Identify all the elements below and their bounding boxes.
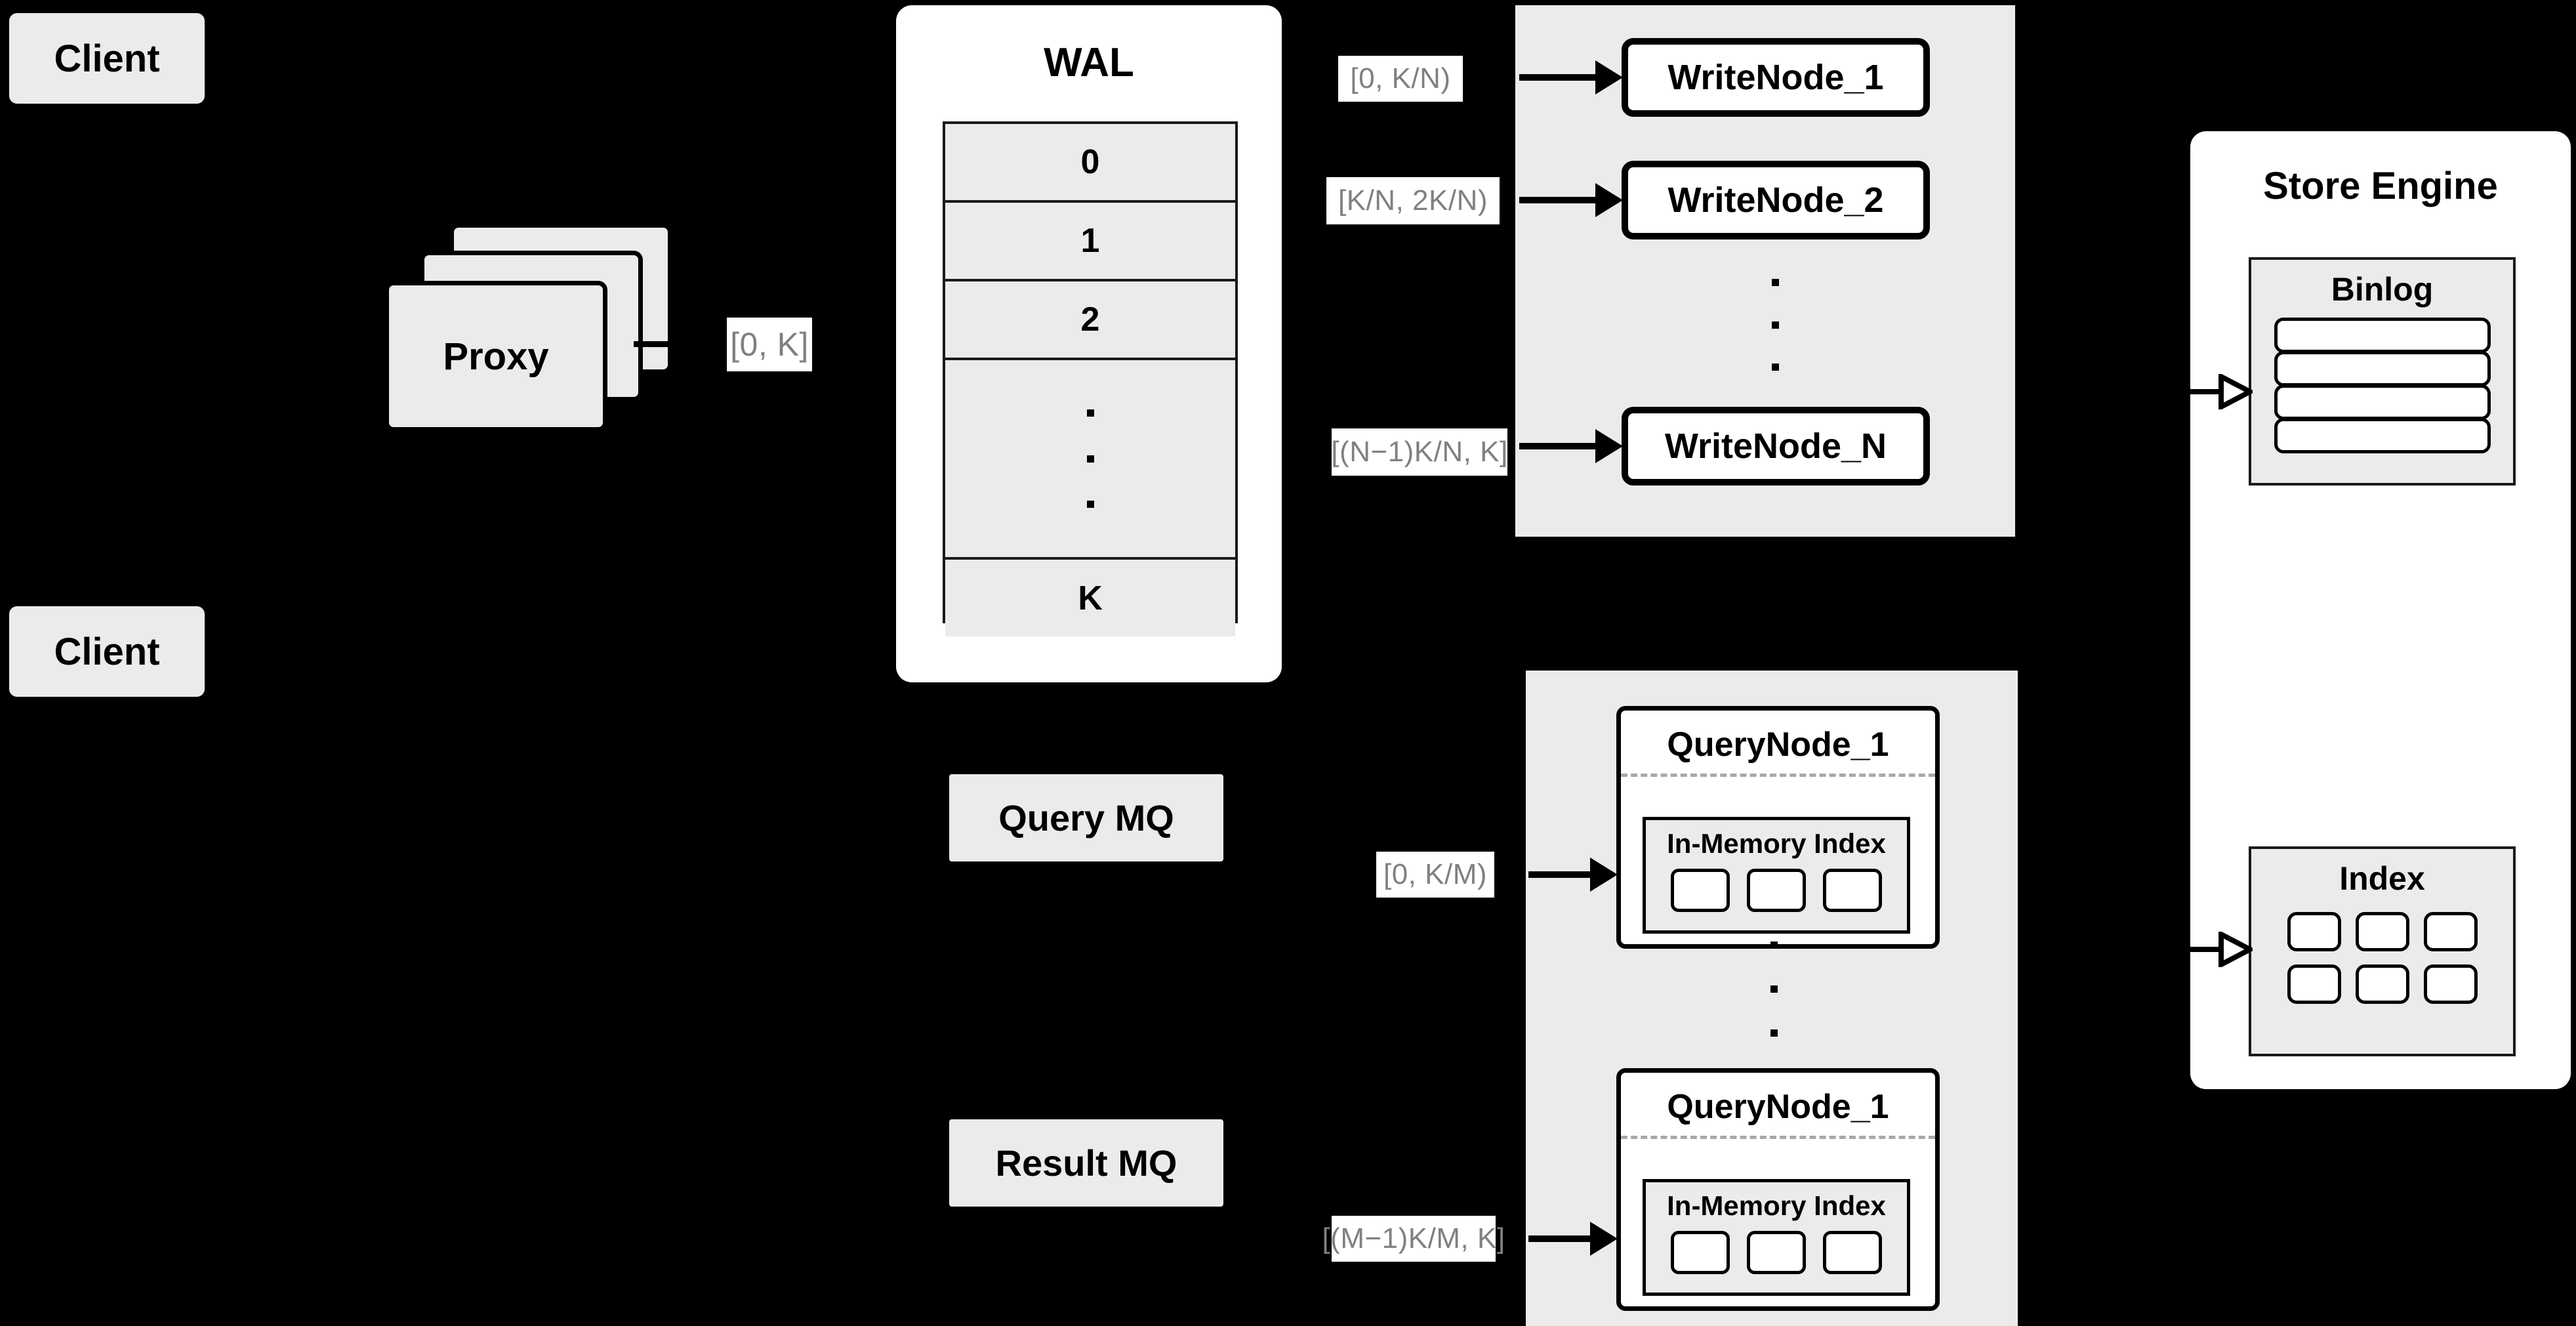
binlog-row[interactable]: [2274, 418, 2491, 453]
write-node-2[interactable]: WriteNode_2: [1622, 161, 1930, 239]
index-cell[interactable]: [2287, 964, 2341, 1004]
in-memory-index-label-2: In-Memory Index: [1667, 1190, 1886, 1221]
index-cell[interactable]: [2423, 964, 2478, 1004]
write-node-1[interactable]: WriteNode_1: [1622, 38, 1930, 117]
wal-row-0[interactable]: 0: [945, 124, 1235, 203]
client-box-1[interactable]: Client: [5, 9, 209, 108]
write-node-2-label: WriteNode_2: [1667, 180, 1884, 220]
edge-label-mq-to-query-1: [0, K/M): [1376, 852, 1494, 898]
query-mq-label: Query MQ: [998, 797, 1174, 839]
proxy-to-wal-connector: [634, 341, 674, 347]
query-mq-box[interactable]: Query MQ: [945, 770, 1227, 865]
wal-row-1[interactable]: 1: [945, 203, 1235, 281]
query-node-m-separator: [1621, 1136, 1935, 1139]
arrow-line-to-index: [2187, 947, 2224, 952]
wal-row-2[interactable]: 2: [945, 281, 1235, 360]
wal-table: 0 1 2 K: [943, 121, 1238, 636]
index-cell[interactable]: [2287, 912, 2341, 951]
in-memory-index-cell[interactable]: [1671, 1231, 1730, 1274]
edge-label-client-to-proxy: [0, K]: [727, 318, 812, 371]
binlog-row[interactable]: [2274, 351, 2491, 386]
arrow-line-to-write-node-n: [1519, 443, 1603, 449]
in-memory-index-box-2: In-Memory Index: [1643, 1179, 1910, 1296]
index-cell[interactable]: [2355, 912, 2409, 951]
arrow-head-to-query-node-m: [1590, 1222, 1618, 1256]
wal-row-label: 2: [1080, 300, 1100, 339]
edge-label-wal-to-write-2: [K/N, 2K/N): [1326, 177, 1500, 224]
wal-row-label: 0: [1080, 143, 1100, 181]
proxy-label: Proxy: [443, 335, 549, 378]
index-title: Index: [2339, 860, 2425, 897]
query-node-m[interactable]: QueryNode_1 In-Memory Index: [1616, 1068, 1940, 1311]
index-group: Index: [2249, 846, 2516, 1056]
in-memory-index-cell[interactable]: [1823, 869, 1882, 912]
query-node-1-label: QueryNode_1: [1667, 726, 1889, 764]
in-memory-index-label-1: In-Memory Index: [1667, 828, 1886, 859]
binlog-row[interactable]: [2274, 384, 2491, 420]
proxy-card-front[interactable]: Proxy: [384, 281, 607, 432]
arrow-head-open-to-binlog-icon: [2218, 374, 2253, 409]
wal-row-k[interactable]: K: [945, 560, 1235, 636]
binlog-row[interactable]: [2274, 318, 2491, 353]
edge-label-mq-to-query-m: [(M−1)K/M, K]: [1322, 1216, 1505, 1262]
client-label-2: Client: [54, 630, 160, 673]
edge-label-text: [0, K]: [730, 326, 809, 363]
query-node-1-separator: [1621, 774, 1935, 777]
wal-title: WAL: [1044, 40, 1134, 85]
client-box-2[interactable]: Client: [5, 602, 209, 701]
query-node-m-label: QueryNode_1: [1667, 1088, 1889, 1126]
arrow-head-to-write-node-1: [1595, 60, 1623, 94]
edge-label-wal-to-write-n: [(N−1)K/N, K]: [1331, 428, 1507, 476]
index-cell[interactable]: [2355, 964, 2409, 1004]
write-node-n-label: WriteNode_N: [1664, 426, 1887, 466]
in-memory-index-cell[interactable]: [1823, 1231, 1882, 1274]
arrow-line-to-query-node-m: [1528, 1235, 1611, 1242]
wal-row-ellipsis: [945, 360, 1235, 560]
client-label-1: Client: [54, 37, 160, 80]
write-cluster-vertical-dots-icon: [1767, 279, 1783, 371]
arrow-head-to-query-node-1: [1590, 858, 1618, 892]
in-memory-index-cell[interactable]: [1671, 869, 1730, 912]
query-cluster-vertical-dots-icon: [1766, 942, 1782, 1037]
in-memory-index-cell[interactable]: [1747, 869, 1806, 912]
edge-label-wal-to-write-1: [0, K/N): [1338, 56, 1463, 102]
arrow-head-to-write-node-n: [1595, 429, 1623, 463]
arrow-head-to-write-node-2: [1595, 183, 1623, 217]
in-memory-index-box-1: In-Memory Index: [1643, 817, 1910, 934]
arrow-line-to-write-node-1: [1519, 74, 1603, 81]
arrow-head-open-to-index-icon: [2218, 932, 2253, 967]
result-mq-label: Result MQ: [995, 1142, 1177, 1184]
binlog-title: Binlog: [2331, 271, 2434, 308]
write-node-n[interactable]: WriteNode_N: [1622, 407, 1930, 486]
index-cell[interactable]: [2423, 912, 2478, 951]
in-memory-index-cell[interactable]: [1747, 1231, 1806, 1274]
wal-row-label: 1: [1080, 222, 1100, 260]
binlog-group: Binlog: [2249, 257, 2516, 486]
store-engine-title: Store Engine: [2263, 165, 2498, 207]
wal-vertical-dots-icon: [1086, 409, 1094, 508]
query-node-1[interactable]: QueryNode_1 In-Memory Index: [1616, 706, 1940, 949]
wal-row-label: K: [1078, 579, 1103, 617]
arrow-line-to-query-node-1: [1528, 871, 1611, 878]
arrow-line-to-binlog: [2187, 389, 2224, 394]
result-mq-box[interactable]: Result MQ: [945, 1115, 1227, 1211]
write-node-1-label: WriteNode_1: [1667, 58, 1884, 97]
arrow-line-to-write-node-2: [1519, 197, 1603, 203]
